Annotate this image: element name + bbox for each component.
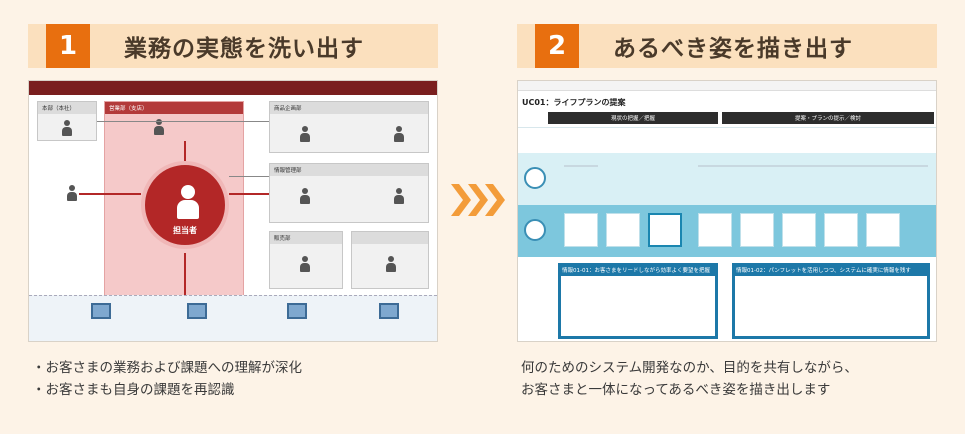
- insight-note-right-title: 情報01-02：パンフレットを活用しつつ、システムに確実に情報を残す: [736, 268, 911, 274]
- step-card: [824, 213, 858, 247]
- step-1-caption-line: ・お客さまの業務および課題への理解が深化: [32, 360, 302, 376]
- sales-box: 販売部: [269, 231, 343, 289]
- step-2-header: 2 あるべき姿を描き出す: [517, 24, 937, 68]
- person-icon: [394, 126, 404, 142]
- person-icon: [300, 126, 310, 142]
- staff-hub-label: 担当者: [173, 226, 197, 235]
- flow-line: [184, 253, 186, 303]
- step-card: [698, 213, 732, 247]
- it-system-lane: [518, 127, 936, 153]
- insight-note-right-body: [735, 276, 927, 336]
- note-line: [564, 165, 598, 167]
- phase-bar-proposal: 提案・プランの提示／検討: [722, 112, 934, 124]
- step-2-panel: 2 あるべき姿を描き出す UC01：ライフプランの提案 現状の把握／把握 提案・…: [517, 0, 937, 434]
- person-icon: [394, 188, 404, 204]
- sales-department-title: 営業部（支店）: [105, 102, 243, 114]
- info-management-title: 情報管理部: [270, 164, 428, 176]
- side-box-title: [352, 232, 428, 244]
- step-card: [564, 213, 598, 247]
- flow-line: [97, 121, 269, 122]
- insight-note-left: 情報01-01：お客さまをリードしながら効率よく要望を把握: [558, 263, 718, 339]
- product-planning-box: 商品企画部: [269, 101, 429, 153]
- staff-hub: 担当者: [141, 161, 229, 249]
- step-2-caption-line: お客さまと一体になってあるべき姿を描き出します: [521, 382, 831, 398]
- person-icon: [386, 256, 396, 272]
- phase-bar-current: 現状の把握／把握: [548, 112, 718, 124]
- flow-line: [79, 193, 141, 195]
- system-monitor-icon: [187, 303, 207, 319]
- customer-person-icon: [67, 185, 77, 201]
- customer-lane: [518, 153, 936, 205]
- step-2-title: あるべき姿を描き出す: [613, 36, 853, 62]
- step-2-caption: 何のためのシステム開発なのか、目的を共有しながら、 お客さまと一体になってあるべ…: [521, 357, 858, 401]
- step-card: [606, 213, 640, 247]
- step-card-highlighted: [648, 213, 682, 247]
- step-card: [740, 213, 774, 247]
- flow-line: [229, 176, 269, 177]
- person-icon: [300, 188, 310, 204]
- branch-person-icon: [154, 119, 164, 135]
- use-case-diagram: UC01：ライフプランの提案 現状の把握／把握 提案・プランの提示／検討 情報0…: [517, 80, 937, 342]
- step-1-panel: 1 業務の実態を洗い出す 営業部（支店） 本部（本社） 商品企画部 情報管理部 …: [28, 0, 438, 434]
- customer-avatar-icon: [524, 167, 546, 189]
- step-2-caption-line: 何のためのシステム開発なのか、目的を共有しながら、: [521, 360, 858, 376]
- step-1-header: 1 業務の実態を洗い出す: [28, 24, 438, 68]
- insight-note-left-body: [561, 276, 715, 336]
- insight-note-right: 情報01-02：パンフレットを活用しつつ、システムに確実に情報を残す: [732, 263, 930, 339]
- use-case-title: UC01：ライフプランの提案: [522, 98, 626, 107]
- chevron-svg: [451, 184, 505, 216]
- hq-box-title: 本部（本社）: [38, 102, 96, 114]
- step-1-title: 業務の実態を洗い出す: [124, 36, 364, 62]
- hq-box: 本部（本社）: [37, 101, 97, 141]
- insight-note-left-title: 情報01-01：お客さまをリードしながら効率よく要望を把握: [562, 268, 710, 274]
- diagram-topbar: [518, 81, 936, 91]
- staff-avatar-icon: [524, 219, 546, 241]
- person-icon: [300, 256, 310, 272]
- triple-chevron-right-icon: [451, 180, 507, 220]
- flow-line: [184, 141, 186, 161]
- staff-person-icon: [177, 185, 199, 219]
- info-management-box: 情報管理部: [269, 163, 429, 223]
- diagram-titlebar: [29, 81, 437, 95]
- flow-line: [229, 193, 269, 195]
- note-line: [698, 165, 928, 167]
- system-monitor-icon: [91, 303, 111, 319]
- system-monitor-icon: [379, 303, 399, 319]
- step-1-caption: ・お客さまの業務および課題への理解が深化 ・お客さまも自身の課題を再認識: [32, 357, 302, 401]
- business-flow-diagram: 営業部（支店） 本部（本社） 商品企画部 情報管理部 販売部: [28, 80, 438, 342]
- sales-box-title: 販売部: [270, 232, 342, 244]
- side-box: [351, 231, 429, 289]
- step-1-number: 1: [46, 24, 90, 68]
- system-monitor-icon: [287, 303, 307, 319]
- product-planning-title: 商品企画部: [270, 102, 428, 114]
- step-card: [866, 213, 900, 247]
- step-card: [782, 213, 816, 247]
- step-1-caption-line: ・お客さまも自身の課題を再認識: [32, 382, 235, 398]
- step-2-number: 2: [535, 24, 579, 68]
- person-icon: [62, 120, 72, 136]
